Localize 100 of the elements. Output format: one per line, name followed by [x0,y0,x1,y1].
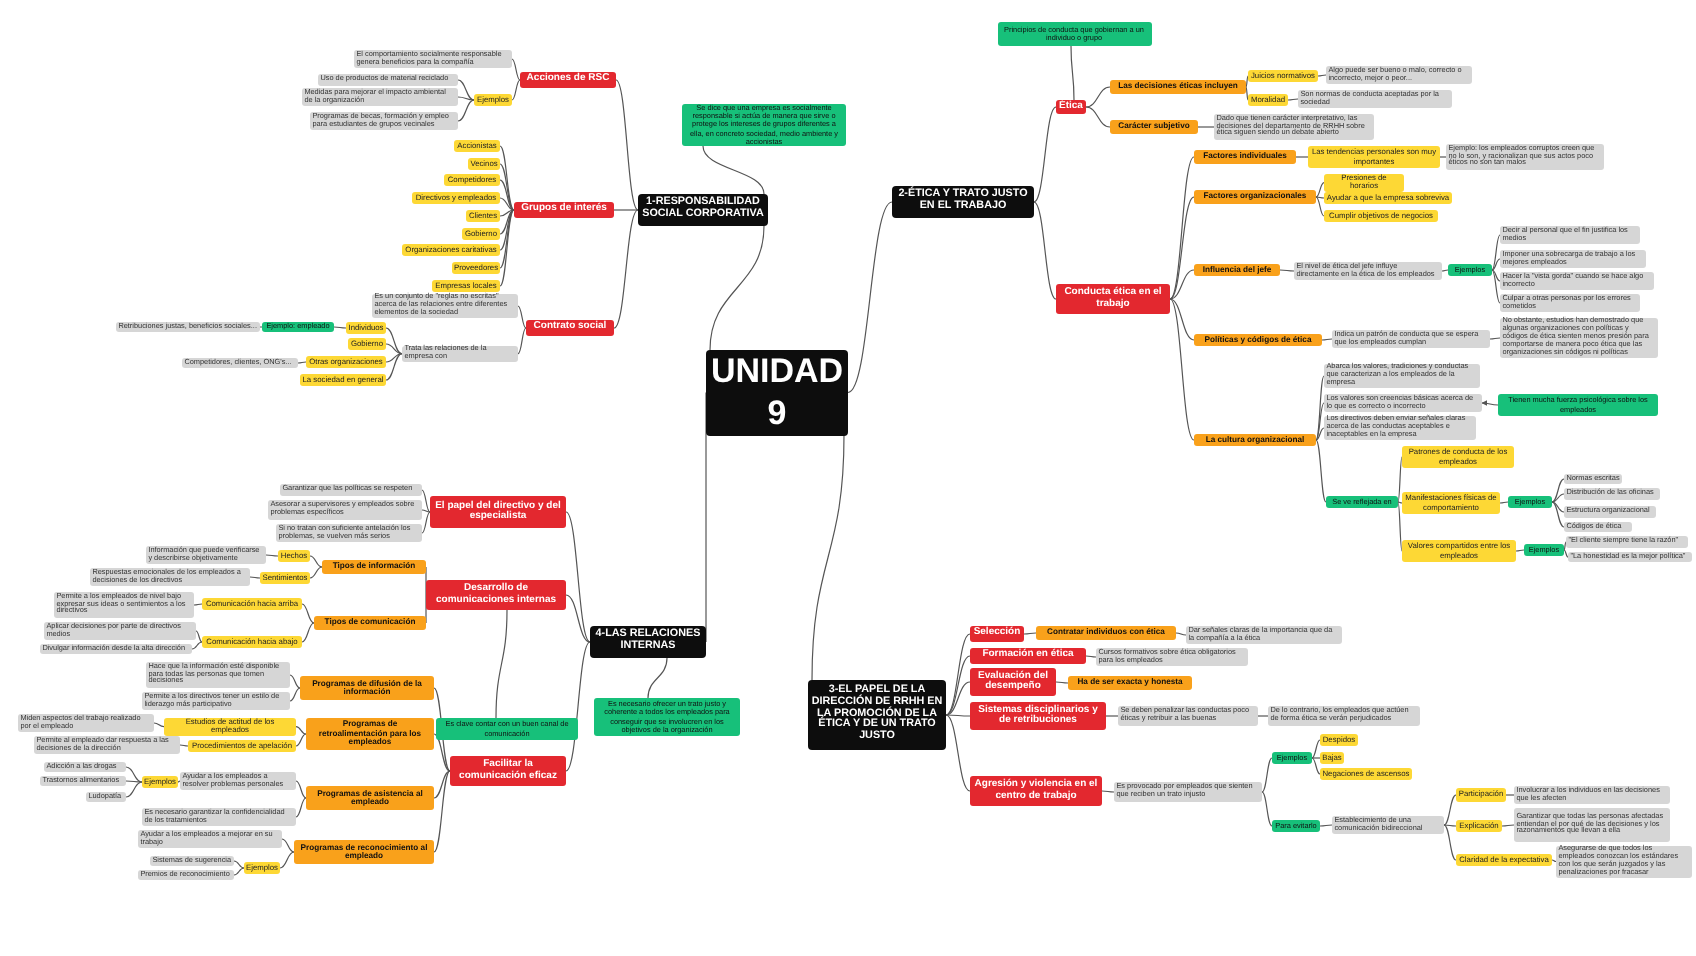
callout-box [1508,496,1552,508]
connector-line [1321,338,1333,341]
connector-line [249,576,261,579]
note-box [142,692,290,710]
connector-line [517,327,527,355]
connector-line [295,733,307,747]
connector-line [1563,541,1567,551]
connector-line [1033,201,1057,300]
note-box [276,524,422,542]
connector-line [457,79,475,101]
callout-box [1524,544,1564,556]
connector-line [565,511,591,643]
connector-line [153,722,165,728]
connector-line [1443,794,1457,826]
connector-line [1197,126,1215,128]
connector-line [385,327,403,355]
connector-line [565,594,591,643]
branch-box [970,668,1056,696]
connector-line [421,509,431,513]
connector-line [1499,501,1509,504]
connector-line [1033,106,1057,203]
note-box [1568,552,1692,562]
note-box [44,762,126,772]
note-box [1118,706,1258,726]
subtopic-box [1110,120,1198,134]
connector-line [301,603,315,624]
connector-line [1311,757,1321,775]
branch-box [426,580,566,610]
connector-line [499,179,515,211]
connector-line [613,209,639,211]
connector-line [433,770,451,799]
connector-line [1551,501,1565,528]
subtopic-box [300,676,434,700]
connector-line [1311,757,1321,759]
connector-line [1491,258,1501,271]
connector-line [1023,632,1037,635]
connector-line [179,744,189,747]
connector-line [1315,402,1325,441]
connector-line [495,609,508,719]
connector-line [613,209,639,329]
connector-line [281,838,295,853]
connector-line [1315,196,1325,217]
note-box [1514,786,1670,804]
note-box [310,112,458,130]
callout-box [1272,752,1312,764]
note-box [1564,522,1632,532]
connector-line [709,225,765,351]
note-box [86,792,126,802]
connector-line [191,641,203,650]
connector-line [385,353,403,363]
subtopic-box [1110,80,1246,94]
note-box [146,546,266,564]
note-box [1564,488,1660,500]
connector-line [1489,337,1501,340]
connector-line [1070,45,1075,101]
connector-line [517,305,527,329]
connector-line [499,197,515,211]
note-box [1186,626,1342,644]
connector-line [499,209,515,269]
note-box [302,88,458,106]
connector-line [1175,632,1187,636]
connector-line [289,674,301,689]
note-box [1564,506,1656,518]
note-box [268,500,422,520]
connector-line [1085,655,1097,658]
callout-box [594,698,740,736]
subtopic-box [1194,190,1316,204]
note-box [90,568,250,586]
connector-line [1287,98,1299,101]
note-box [354,50,512,68]
callout-box [1326,496,1398,508]
subtopic-box [322,560,426,574]
connector-line [301,622,315,643]
note-box [1332,330,1490,348]
note-box [1096,648,1248,666]
connector-line [1245,75,1249,88]
connector-line [945,633,971,716]
connector-line [1245,86,1249,101]
connector-line [1443,824,1457,827]
connector-line [125,780,143,783]
connector-line [1397,501,1403,552]
note-box [138,870,234,880]
connector-line [265,554,279,557]
item-box [202,636,302,648]
note-box [180,772,296,790]
connector-line [1169,298,1195,341]
branch-box [1056,284,1170,314]
branch-box [520,72,616,88]
connector-line [1505,794,1515,796]
note-box [1500,250,1646,268]
connector-line [1551,478,1565,503]
note-box [18,714,154,732]
note-box [1268,706,1420,726]
subtopic-box [1036,626,1176,640]
note-box [40,776,126,786]
note-box [1566,536,1688,548]
subtopic-box [314,616,426,630]
subtopic-box [306,786,434,810]
connector-line [499,145,515,211]
central-topic-label: UNIDAD 9 [708,350,846,435]
